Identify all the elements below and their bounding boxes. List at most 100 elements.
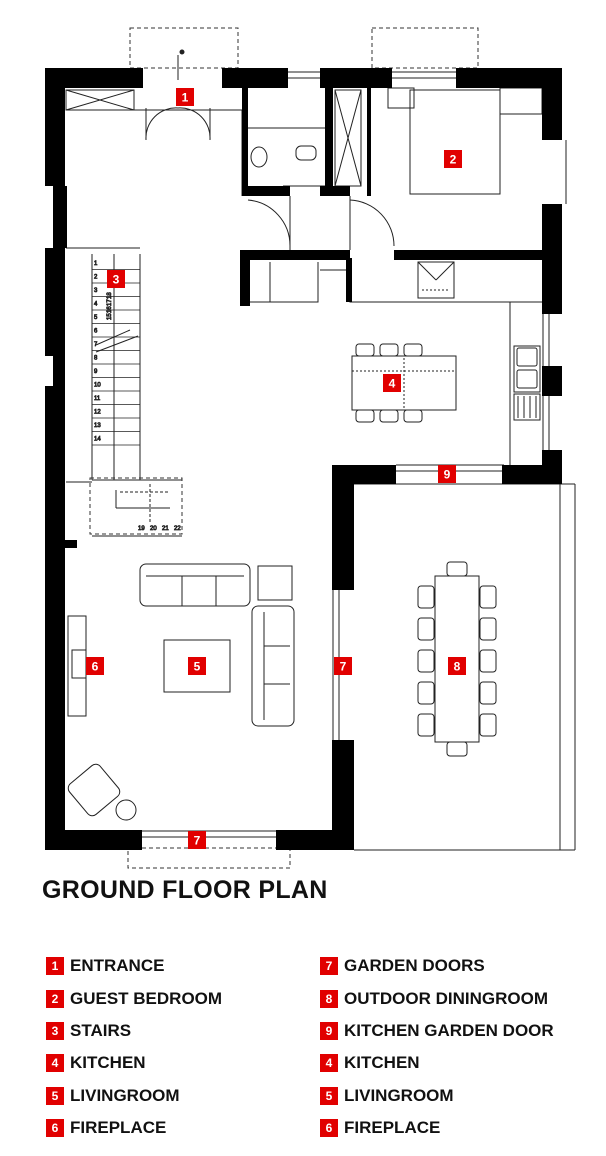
stair-step-number: 5 (94, 315, 98, 321)
stair-step-number: 15 (107, 313, 113, 320)
badge-livingroom: 5 (188, 657, 206, 675)
stair-step-number: 12 (94, 410, 101, 416)
legend-item: 5 LIVINGROOM (320, 1080, 554, 1112)
badge-number: 8 (454, 660, 461, 674)
legend-label: KITCHEN (344, 1053, 420, 1073)
legend-item: 9 KITCHEN GARDEN DOOR (320, 1015, 554, 1047)
dining-chair (417, 681, 435, 705)
badge-entrance: 1 (176, 88, 194, 106)
stair-step-number: 21 (162, 526, 169, 532)
badge-number: 5 (194, 660, 201, 674)
legend-label: KITCHEN (70, 1053, 146, 1073)
chairs (355, 343, 497, 757)
stair-step-number: 14 (94, 437, 101, 443)
legend-item: 6 FIREPLACE (46, 1112, 222, 1144)
kitchen-chair (403, 409, 423, 423)
legend-label: GUEST BEDROOM (70, 988, 223, 1008)
legend-item: 1 ENTRANCE (46, 950, 222, 982)
legend-number: 4 (320, 1054, 338, 1073)
kitchen-chair (355, 409, 375, 423)
walls (45, 68, 562, 850)
legend-item: 4 KITCHEN (320, 1047, 554, 1079)
stair-step-number: 8 (94, 356, 98, 362)
dining-chair (479, 617, 497, 641)
plan-title: GROUND FLOOR PLAN (42, 876, 328, 904)
stair-step-number: 2 (94, 275, 98, 281)
stair-step-number: 7 (94, 342, 98, 348)
outdoor-step-outlines (89, 27, 479, 869)
stair-step-number: 11 (94, 396, 101, 402)
legend-number: 5 (46, 1086, 64, 1105)
dining-chair (446, 741, 468, 757)
legend-number: 6 (320, 1119, 338, 1138)
badge-number: 2 (450, 153, 457, 167)
outdoor-dining-table (434, 575, 480, 743)
dining-chair (417, 713, 435, 737)
legend-label: OUTDOOR DININGROOM (344, 988, 548, 1008)
kitchen-chair (403, 343, 423, 357)
badge-number: 4 (389, 377, 396, 391)
legend-number: 5 (320, 1086, 338, 1105)
legend-number: 3 (46, 1021, 64, 1040)
stair-step-number: 16 (107, 306, 113, 313)
badge-garden-doors-east: 7 (334, 657, 352, 675)
badge-guest-bedroom: 2 (444, 150, 462, 168)
badge-stairs: 3 (107, 270, 125, 288)
stair-step-number: 4 (94, 302, 98, 308)
dining-chair (417, 585, 435, 609)
stair-step-number: 10 (94, 383, 101, 389)
badge-number: 7 (194, 834, 201, 848)
legend-item: 7 GARDEN DOORS (320, 950, 554, 982)
stair-step-number: 17 (107, 299, 113, 306)
legend-item: 6 FIREPLACE (320, 1112, 554, 1144)
dining-chair (417, 649, 435, 673)
legend-number: 6 (46, 1119, 64, 1138)
kitchen-chair (355, 343, 375, 357)
stair-step-number: 19 (138, 526, 145, 532)
legend-label: STAIRS (70, 1020, 132, 1040)
legend-item: 3 STAIRS (46, 1015, 222, 1047)
legend-item: 5 LIVINGROOM (46, 1080, 222, 1112)
dining-chair (479, 649, 497, 673)
stair-step-number: 3 (94, 288, 98, 294)
badge-number: 9 (444, 468, 451, 482)
legend-label: FIREPLACE (70, 1118, 167, 1138)
badge-outdoor-diningroom: 8 (448, 657, 466, 675)
stair-step-number: 6 (94, 329, 98, 335)
kitchen-chair (379, 343, 399, 357)
legend-number: 7 (320, 957, 338, 976)
badge-number: 7 (340, 660, 347, 674)
legend-label: LIVINGROOM (70, 1085, 180, 1105)
badge-number: 3 (113, 273, 120, 287)
badge-fireplace: 6 (86, 657, 104, 675)
legend-item: 2 GUEST BEDROOM (46, 982, 222, 1014)
dining-chair (417, 617, 435, 641)
legend-number: 2 (46, 989, 64, 1008)
legend-label: GARDEN DOORS (344, 956, 485, 976)
legend-label: KITCHEN GARDEN DOOR (344, 1020, 554, 1040)
dining-chair (446, 561, 468, 577)
dining-chair (479, 585, 497, 609)
stair-step-number: 1 (94, 261, 98, 267)
badge-number: 1 (182, 91, 189, 105)
legend-number: 1 (46, 957, 64, 976)
kitchen-chair (379, 409, 399, 423)
legend-label: ENTRANCE (70, 956, 165, 976)
badge-kitchen: 4 (383, 374, 401, 392)
dining-chair (479, 681, 497, 705)
legend-label: LIVINGROOM (344, 1085, 454, 1105)
stair-step-number: 13 (94, 423, 101, 429)
badge-garden-doors-south: 7 (188, 831, 206, 849)
legend-label: FIREPLACE (344, 1118, 441, 1138)
stair-step-number: 22 (174, 526, 181, 532)
stair-step-number: 20 (150, 526, 157, 532)
badge-number: 6 (92, 660, 99, 674)
legend-number: 9 (320, 1021, 338, 1040)
dining-chair (479, 713, 497, 737)
